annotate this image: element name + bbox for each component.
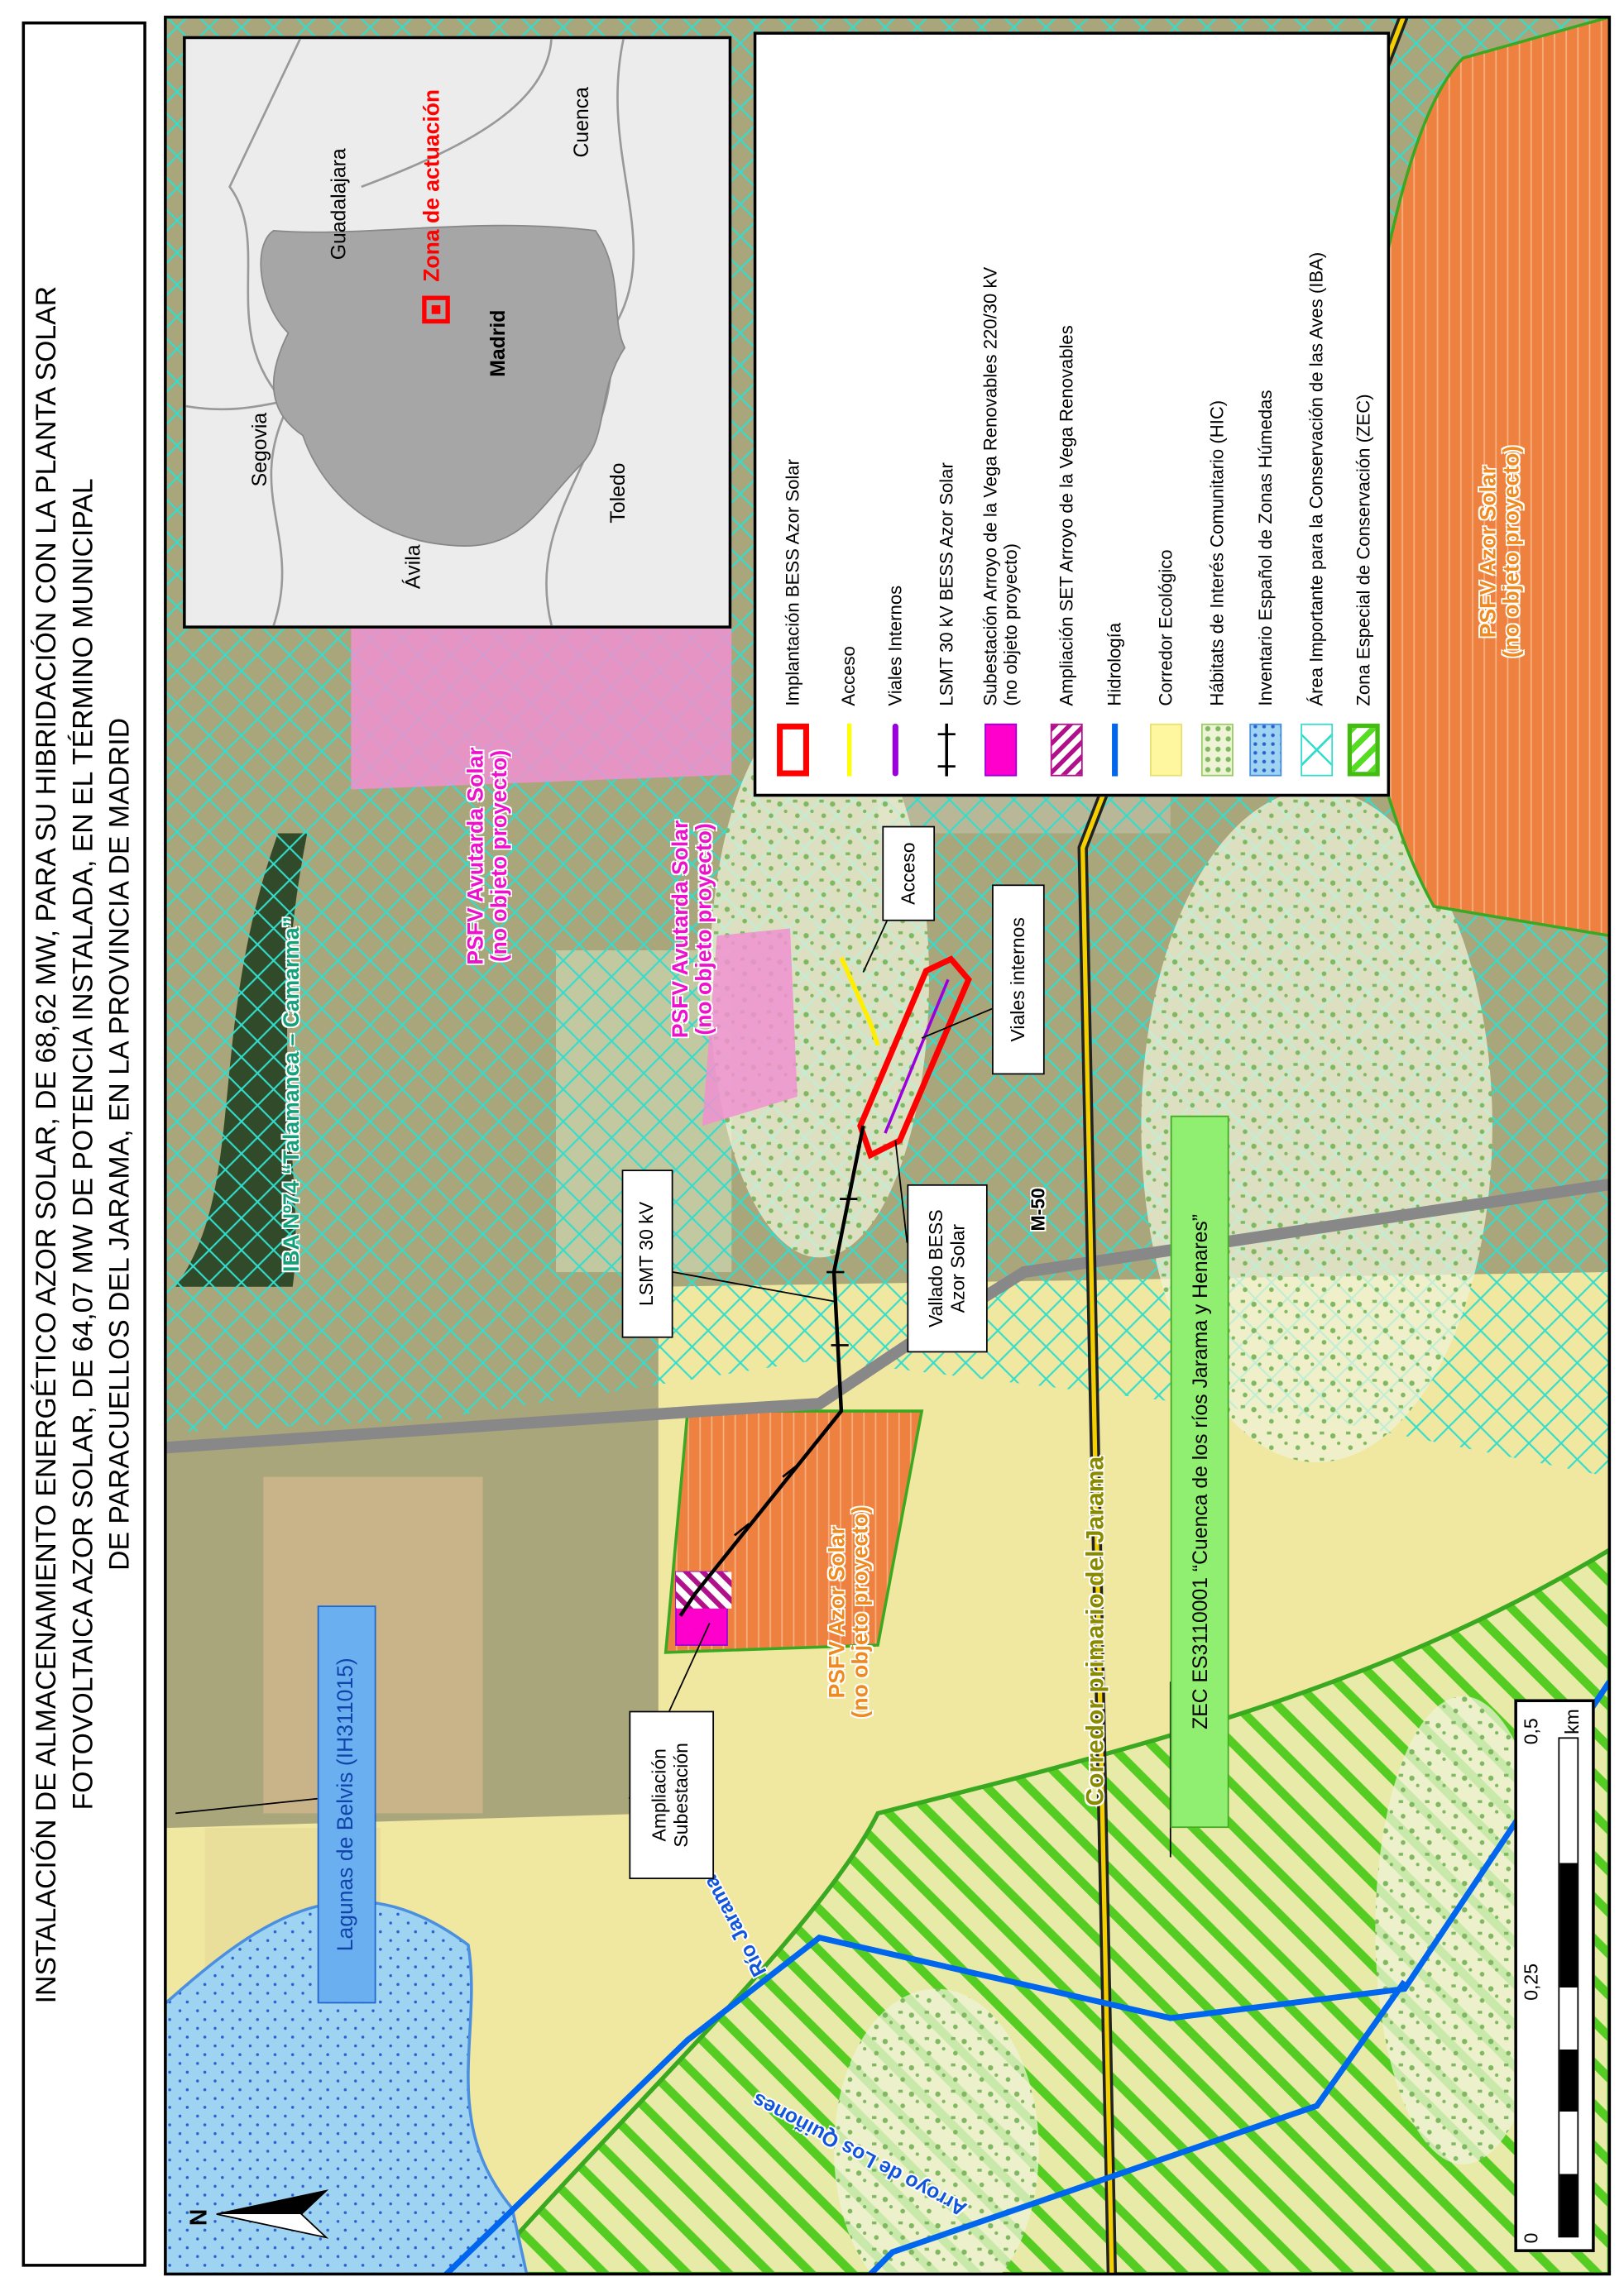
bess-outline-swatch bbox=[777, 723, 809, 777]
lsmt-ticks bbox=[733, 1198, 858, 1537]
callout-viales: Viales internos bbox=[992, 884, 1045, 1075]
label-m50: M-50 bbox=[1027, 1188, 1050, 1232]
inset-madrid: Madrid bbox=[486, 309, 510, 377]
inset-map bbox=[185, 36, 635, 626]
legend-item: Área Importante para la Conservación de … bbox=[1298, 252, 1336, 777]
hic-area bbox=[1375, 1696, 1551, 2164]
legend-item: Hidrología bbox=[1096, 623, 1134, 777]
hic-area bbox=[834, 1988, 1039, 2274]
legend-item: Implantación BESS Azor Solar bbox=[774, 459, 812, 777]
legend-item: Viales Internos bbox=[876, 586, 914, 777]
ampliacion-swatch bbox=[1050, 723, 1083, 777]
acceso-swatch bbox=[846, 723, 851, 777]
inset-guadalajara: Guadalajara bbox=[326, 148, 350, 261]
legend-item: Acceso bbox=[830, 646, 868, 777]
psfv-avutarda-area bbox=[702, 928, 798, 1126]
viales-internos bbox=[884, 978, 950, 1134]
road bbox=[165, 1178, 1610, 1454]
legend-item: Inventario Español de Zonas Húmedas bbox=[1247, 390, 1285, 777]
ampliacion-set-area bbox=[676, 1571, 732, 1609]
zec-swatch bbox=[1347, 723, 1380, 777]
hic-area bbox=[1141, 789, 1492, 1462]
north-arrow: N bbox=[187, 2174, 333, 2255]
scale-bar-segments bbox=[1558, 1737, 1579, 2238]
inset-zona-label: Zona de actuación bbox=[419, 88, 445, 282]
label-iba: IBA Nº74 “Talamanca – Camarma” bbox=[279, 916, 304, 1273]
scale-bar: 0 0,25 0,5 km bbox=[1514, 1699, 1595, 2252]
label-avutarda-2: PSFV Avutarda Solar(no objeto proyecto) bbox=[668, 820, 717, 1039]
arroyo-line bbox=[860, 1979, 1407, 2274]
label-avutarda-1: PSFV Avutarda Solar(no objeto proyecto) bbox=[463, 747, 512, 965]
label-lagunas: Lagunas de Belvis (IH311015) bbox=[317, 1605, 376, 2004]
viales-swatch bbox=[892, 723, 898, 777]
hic-area bbox=[709, 701, 929, 1258]
rio-jarama-line bbox=[437, 1680, 1610, 2274]
callout-lsmt: LSMT 30 kV bbox=[621, 1170, 673, 1338]
legend-item: Ampliación SET Arroyo de la Vega Renovab… bbox=[1047, 325, 1085, 777]
inset-avila: Ávila bbox=[400, 544, 424, 590]
label-corredor: Corredor primario del Jarama bbox=[1080, 1456, 1109, 1806]
legend-item: Corredor Ecológico bbox=[1147, 549, 1186, 777]
madrid-province bbox=[260, 224, 626, 547]
label-azor-2: PSFV Azor Solar(no objeto proyecto) bbox=[1476, 445, 1525, 658]
hic-swatch bbox=[1200, 723, 1234, 777]
hydro-swatch bbox=[1112, 723, 1119, 777]
locator-inset: Zona de actuación Madrid Guadalajara Cue… bbox=[183, 36, 732, 629]
inset-toledo: Toledo bbox=[606, 462, 630, 524]
inset-segovia: Segovia bbox=[247, 412, 271, 487]
inset-cuenca: Cuenca bbox=[568, 87, 593, 158]
lsmt-line bbox=[678, 1125, 865, 1617]
map-frame bbox=[164, 15, 1612, 2276]
callout-acceso: Acceso bbox=[882, 825, 936, 921]
substation-swatch bbox=[984, 723, 1018, 777]
legend: Implantación BESS Azor Solar Acceso Vial… bbox=[753, 31, 1391, 797]
legend-item: Subestación Arroyo de la Vega Renovables… bbox=[976, 267, 1026, 777]
north-arrow-icon bbox=[216, 2189, 329, 2239]
lsmt-swatch bbox=[937, 723, 956, 777]
acceso-line bbox=[839, 956, 880, 1046]
bess-outline bbox=[857, 955, 972, 1160]
iba-swatch bbox=[1301, 723, 1334, 777]
wetland-lagunas bbox=[165, 1900, 529, 2274]
label-zec: ZEC ES3110001 “Cuenca de los ríos Jarama… bbox=[1170, 1115, 1229, 1829]
zona-actuacion-marker bbox=[422, 295, 450, 324]
wetland-swatch bbox=[1249, 723, 1282, 777]
legend-item: Zona Especial de Conservación (ZEC) bbox=[1344, 394, 1382, 777]
corredor-swatch bbox=[1150, 723, 1182, 777]
label-azor-1: PSFV Azor Solar(no objeto proyecto) bbox=[825, 1506, 874, 1719]
legend-item: Hábitats de Interés Comunitario (HIC) bbox=[1198, 400, 1236, 777]
legend-item: LSMT 30 kV BESS Azor Solar bbox=[927, 462, 965, 777]
